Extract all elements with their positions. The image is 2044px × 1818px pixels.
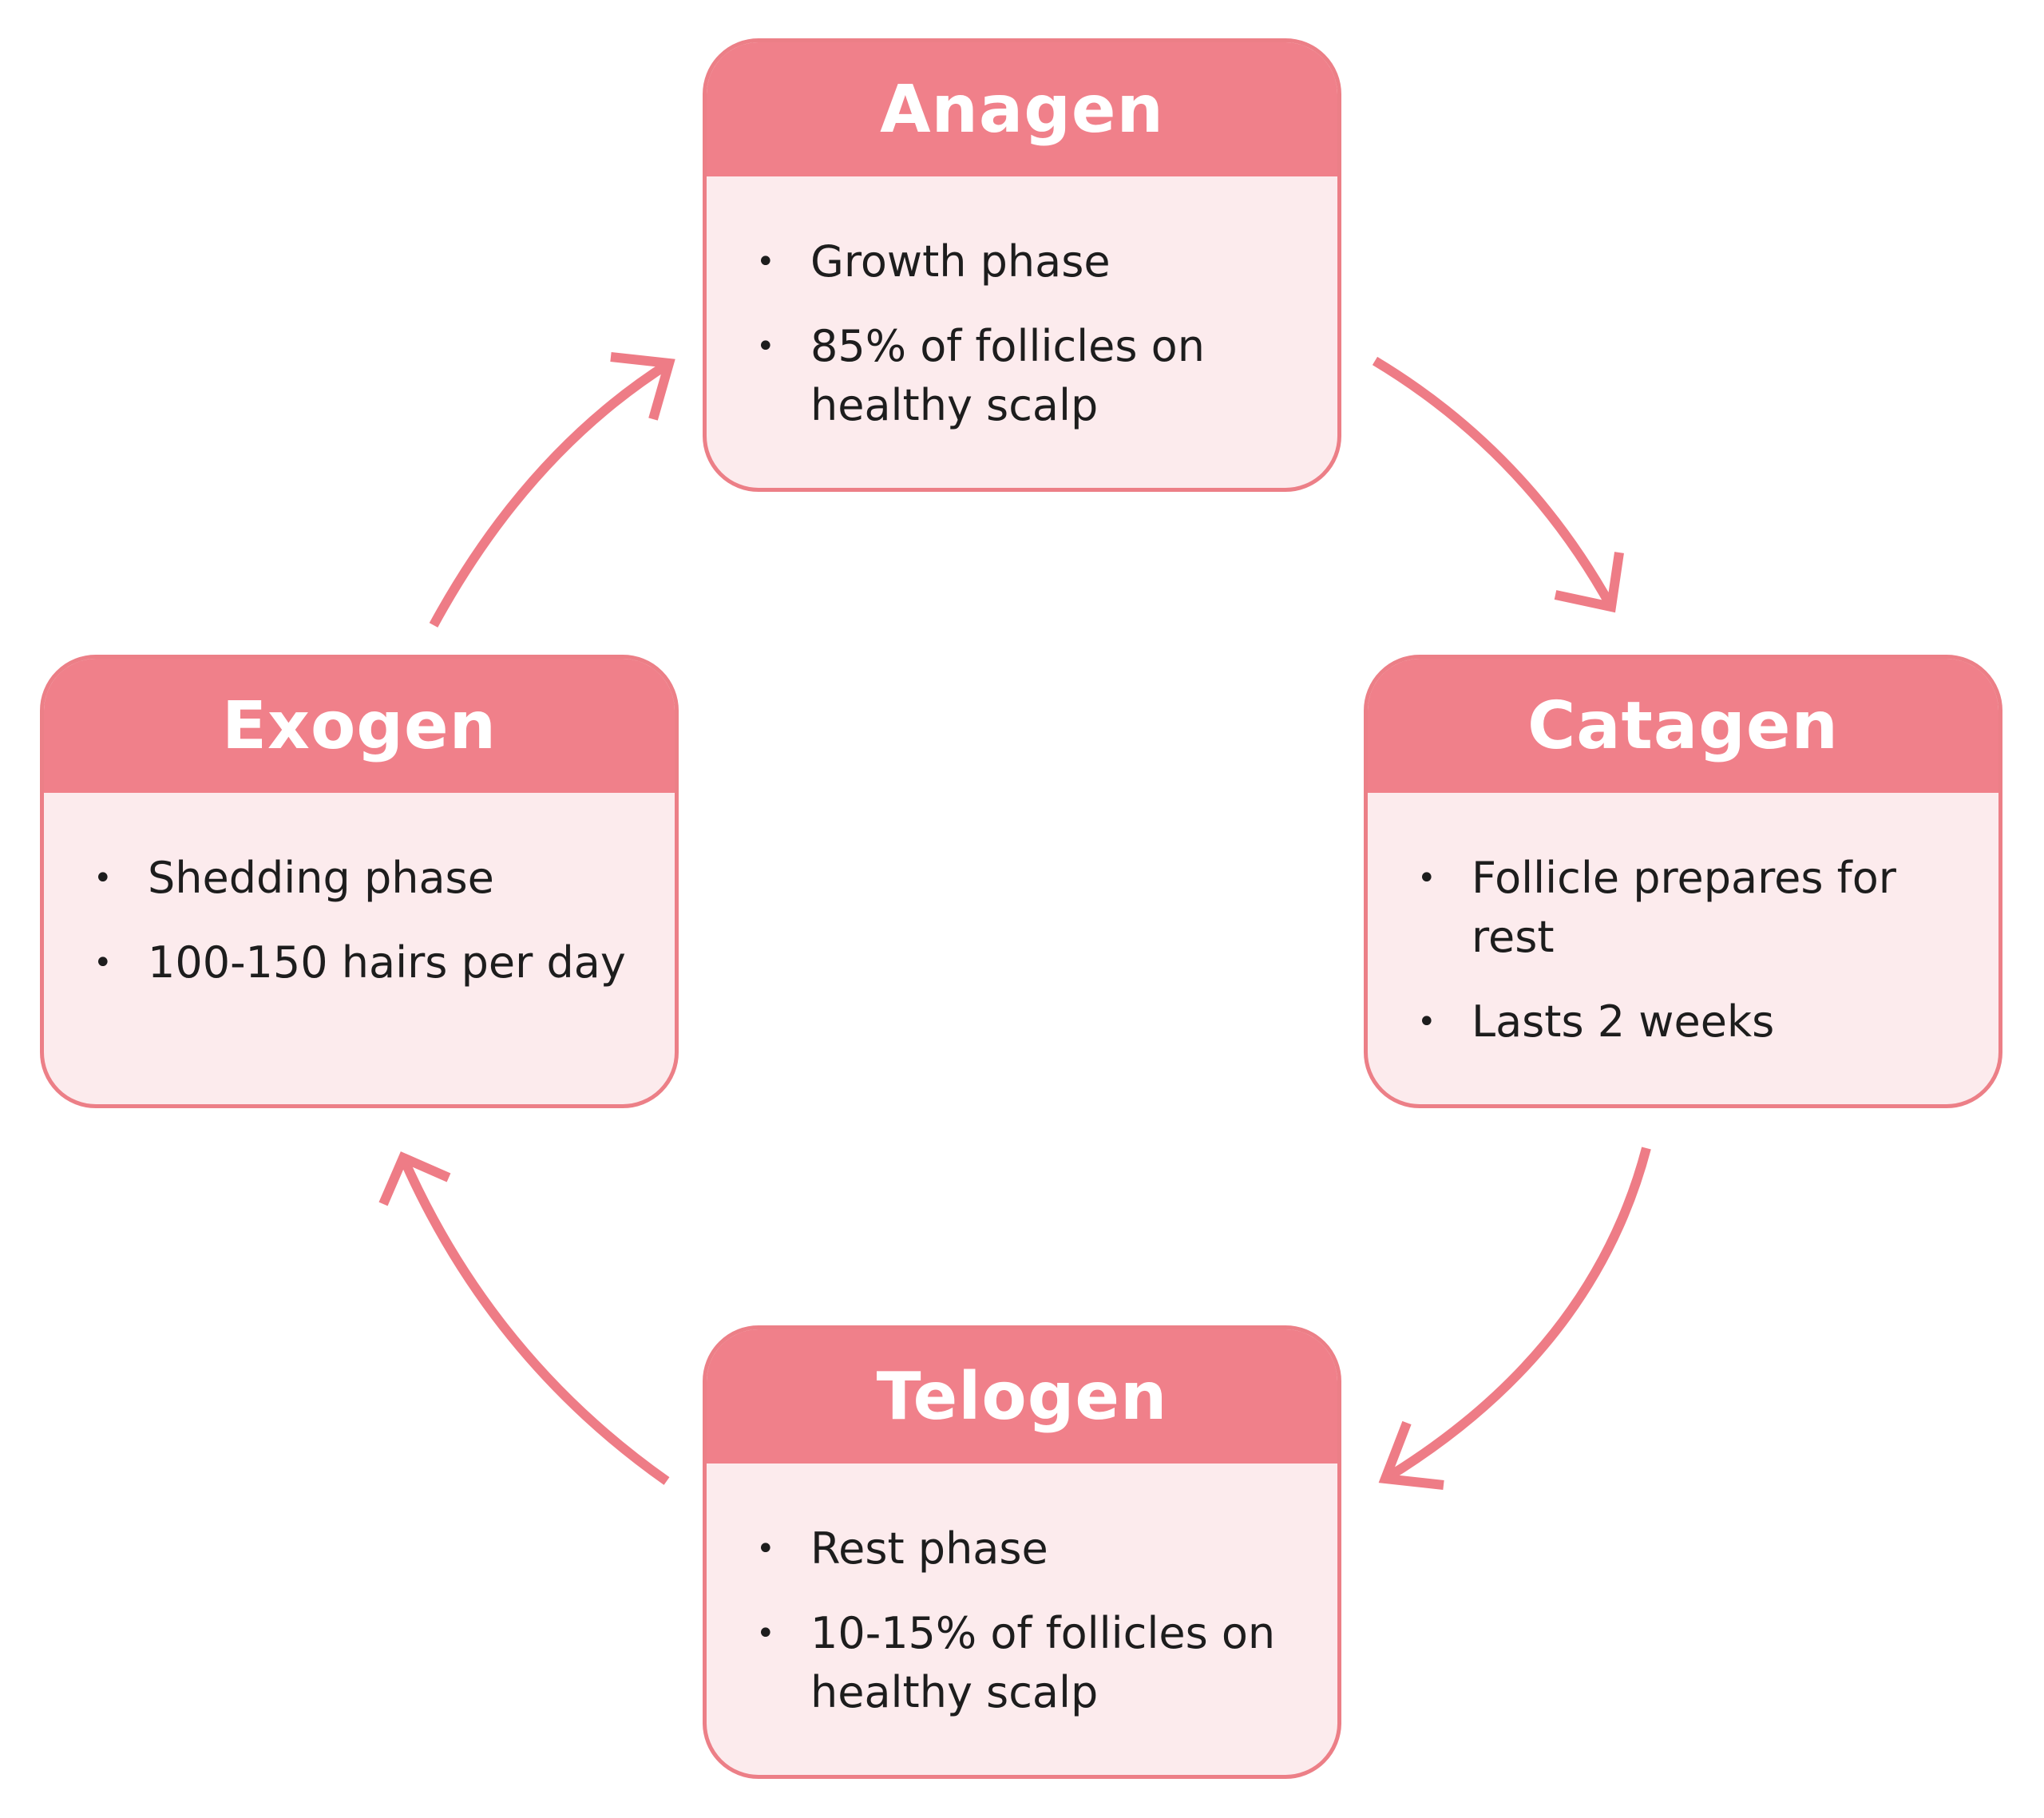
- phase-header-catagen: Catagen: [1368, 659, 1998, 793]
- phase-body-exogen: • Shedding phase • 100-150 hairs per day: [44, 793, 675, 992]
- bullet-dot-icon: •: [756, 1531, 775, 1567]
- bullet-text: Follicle prepares for rest: [1472, 853, 1896, 962]
- bullet-text: 100-150 hairs per day: [148, 937, 626, 988]
- phase-header-exogen: Exogen: [44, 659, 675, 793]
- arrow-anagen-to-catagen: [1372, 356, 1624, 613]
- phase-header-anagen: Anagen: [707, 42, 1337, 176]
- phase-box-telogen: Telogen • Rest phase • 10-15% of follicl…: [703, 1325, 1341, 1779]
- phase-box-anagen: Anagen • Growth phase • 85% of follicles…: [703, 38, 1341, 492]
- bullet-dot-icon: •: [1417, 860, 1436, 897]
- phase-title-telogen: Telogen: [876, 1358, 1168, 1435]
- phase-title-catagen: Catagen: [1527, 687, 1839, 764]
- bullet-dot-icon: •: [756, 244, 775, 280]
- phase-body-catagen: • Follicle prepares for rest • Lasts 2 w…: [1368, 793, 1998, 1052]
- bullet-dot-icon: •: [1417, 1004, 1436, 1040]
- bullet-item: • Follicle prepares for rest: [1417, 849, 1967, 967]
- bullet-item: • Growth phase: [756, 232, 1305, 291]
- bullet-text: 10-15% of follicles on healthy scalp: [810, 1608, 1276, 1717]
- bullet-list-catagen: • Follicle prepares for rest • Lasts 2 w…: [1417, 849, 1967, 1052]
- bullet-item: • 85% of follicles on healthy scalp: [756, 317, 1305, 435]
- bullet-text: Rest phase: [810, 1523, 1048, 1574]
- bullet-dot-icon: •: [93, 945, 113, 981]
- arrow-exogen-to-anagen: [429, 352, 675, 628]
- phase-body-anagen: • Growth phase • 85% of follicles on hea…: [707, 176, 1337, 435]
- phase-title-anagen: Anagen: [880, 71, 1164, 148]
- bullet-item: • 10-15% of follicles on healthy scalp: [756, 1604, 1305, 1722]
- bullet-text: Growth phase: [810, 236, 1111, 287]
- bullet-list-exogen: • Shedding phase • 100-150 hairs per day: [93, 849, 643, 992]
- bullet-list-telogen: • Rest phase • 10-15% of follicles on he…: [756, 1519, 1305, 1722]
- phase-box-catagen: Catagen • Follicle prepares for rest • L…: [1364, 655, 2002, 1108]
- phase-box-exogen: Exogen • Shedding phase • 100-150 hairs …: [40, 655, 679, 1108]
- bullet-item: • Rest phase: [756, 1519, 1305, 1578]
- bullet-item: • Lasts 2 weeks: [1417, 992, 1967, 1052]
- bullet-item: • 100-150 hairs per day: [93, 933, 643, 992]
- arrow-catagen-to-telogen: [1378, 1147, 1651, 1490]
- phase-header-telogen: Telogen: [707, 1329, 1337, 1464]
- bullet-text: Lasts 2 weeks: [1472, 996, 1775, 1047]
- bullet-text: Shedding phase: [148, 853, 494, 903]
- bullet-item: • Shedding phase: [93, 849, 643, 908]
- phase-title-exogen: Exogen: [222, 687, 497, 764]
- bullet-dot-icon: •: [756, 1615, 775, 1652]
- bullet-dot-icon: •: [93, 860, 113, 897]
- bullet-text: 85% of follicles on healthy scalp: [810, 321, 1205, 430]
- bullet-list-anagen: • Growth phase • 85% of follicles on hea…: [756, 232, 1305, 435]
- arrow-telogen-to-exogen: [378, 1151, 670, 1485]
- bullet-dot-icon: •: [756, 328, 775, 365]
- phase-body-telogen: • Rest phase • 10-15% of follicles on he…: [707, 1464, 1337, 1722]
